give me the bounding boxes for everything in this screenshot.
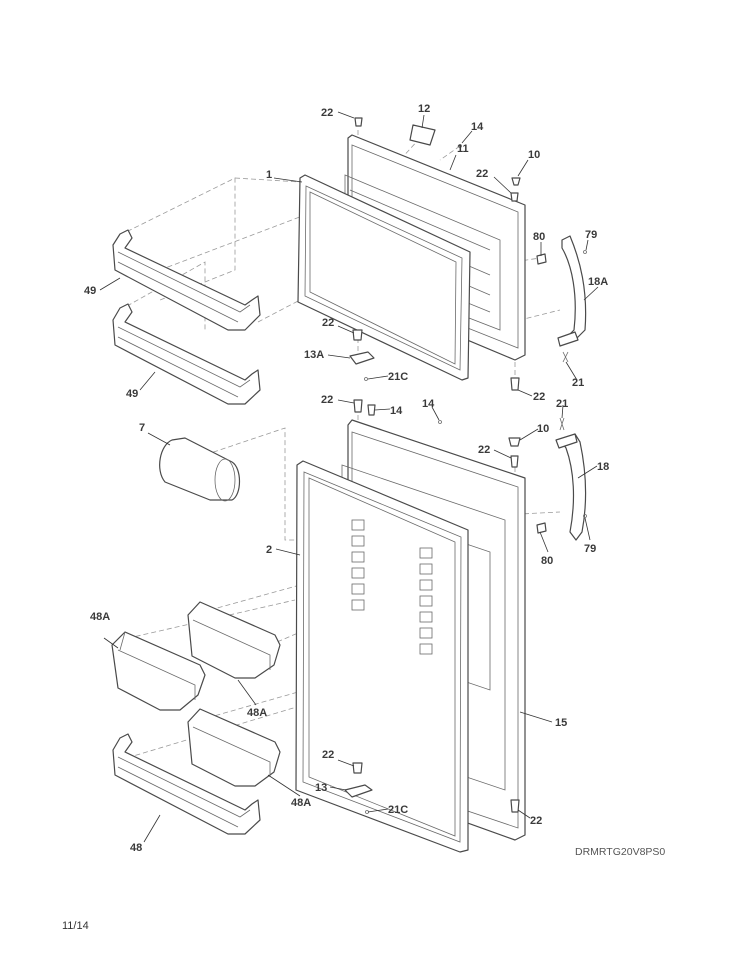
- callout-13: 13: [315, 782, 327, 794]
- freezer-label-12: [409, 124, 436, 146]
- callout-2: 2: [266, 544, 272, 556]
- callout-21C: 21C: [388, 371, 408, 383]
- callout-49: 49: [126, 388, 138, 400]
- callout-18A: 18A: [588, 276, 608, 288]
- freezer-door-gasket: [297, 174, 471, 381]
- callout-22: 22: [530, 815, 542, 827]
- door-bin-48: [112, 733, 261, 835]
- callout-48: 48: [130, 842, 142, 854]
- door-bin-48A-left: [111, 631, 206, 711]
- callout-18: 18: [597, 461, 609, 473]
- callout-11: 11: [457, 143, 469, 155]
- door-bin-48A-low: [187, 708, 281, 787]
- callout-22: 22: [322, 749, 334, 761]
- callout-48A: 48A: [291, 797, 311, 809]
- callout-49: 49: [84, 285, 96, 297]
- callout-12: 12: [418, 103, 430, 115]
- callout-21: 21: [572, 377, 584, 389]
- fresh-food-hardware: [344, 399, 587, 814]
- fresh-food-door-dairy-tabs: [351, 519, 433, 655]
- callout-22: 22: [533, 391, 545, 403]
- callout-14: 14: [390, 405, 403, 417]
- callout-48A: 48A: [90, 611, 110, 623]
- callout-10: 10: [528, 149, 540, 161]
- callout-14: 14: [422, 398, 435, 410]
- dairy-compartment-7: [159, 437, 241, 502]
- drawing-code: DRMRTG20V8PS0: [575, 846, 666, 858]
- callout-80: 80: [541, 555, 553, 567]
- upper-door-bin-a: [112, 229, 261, 331]
- callout-22: 22: [322, 317, 334, 329]
- callout-7: 7: [139, 422, 145, 434]
- callout-22: 22: [321, 107, 333, 119]
- callout-22: 22: [476, 168, 488, 180]
- callout-15: 15: [555, 717, 567, 729]
- callout-14: 14: [471, 121, 484, 133]
- leader-lines: [99, 111, 599, 843]
- callout-22: 22: [478, 444, 490, 456]
- callout-22: 22: [321, 394, 333, 406]
- callout-1: 1: [266, 169, 272, 181]
- callout-80: 80: [533, 231, 545, 243]
- callout-13A: 13A: [304, 349, 324, 361]
- door-bin-48A-mid: [187, 601, 281, 679]
- upper-door-bin-b: [112, 303, 261, 405]
- callout-21C: 21C: [388, 804, 408, 816]
- callout-48A: 48A: [247, 707, 267, 719]
- callout-79: 79: [585, 229, 597, 241]
- callout-79: 79: [584, 543, 596, 555]
- callout-21: 21: [556, 398, 568, 410]
- fresh-food-door-handle: [555, 433, 587, 541]
- freezer-door-handle: [557, 235, 587, 347]
- callout-10: 10: [537, 423, 549, 435]
- callout-labels: 22 12 14 10 22 11 1 80 79 18A 49 49 22 1…: [84, 103, 609, 854]
- freezer-hardware: [349, 117, 587, 391]
- page-number: 11/14: [62, 920, 89, 932]
- fresh-food-door-gasket: [295, 460, 469, 853]
